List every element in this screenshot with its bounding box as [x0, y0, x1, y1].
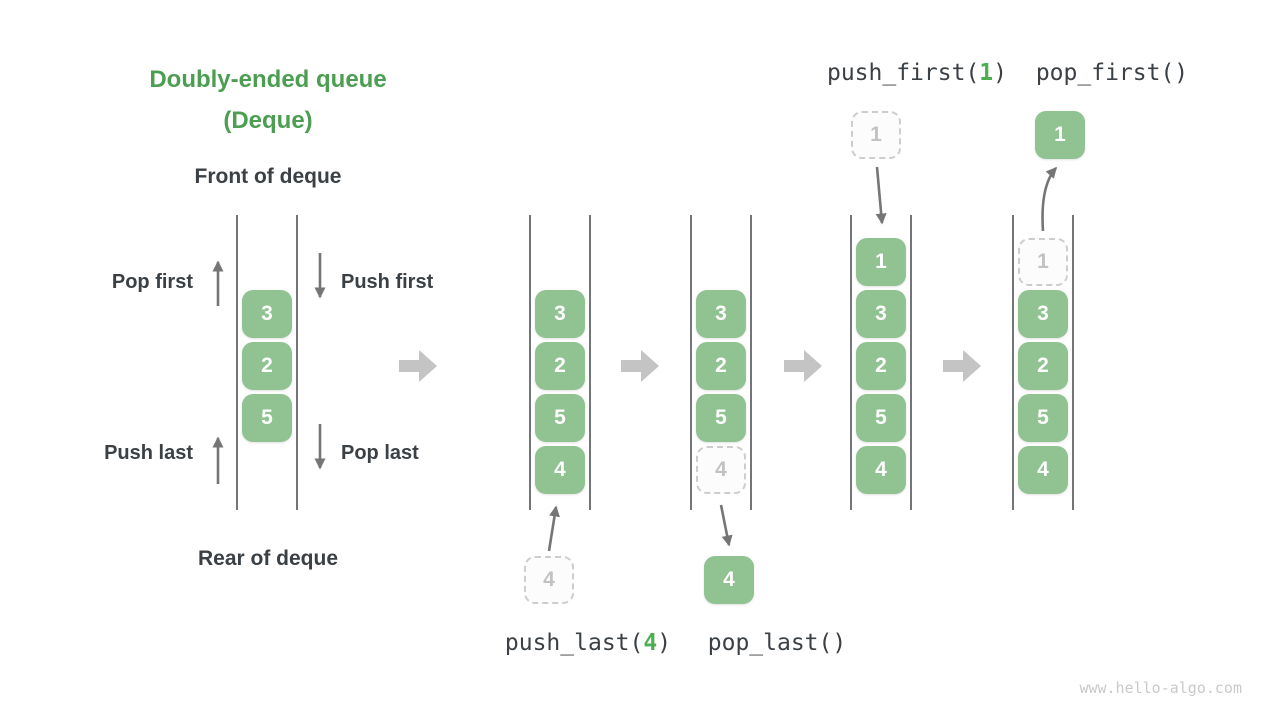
deque-cell: 4	[856, 446, 906, 494]
diagram-title-line2: (Deque)	[223, 107, 313, 134]
incoming-element-ghost: 1	[851, 111, 901, 159]
outgoing-element: 4	[704, 556, 754, 604]
transition-arrow-3	[784, 350, 822, 382]
pop-first-label: Pop first	[111, 271, 193, 293]
removed-slot-ghost: 1	[1018, 238, 1068, 286]
push-last-in-arrow	[547, 505, 560, 552]
push-last-code-label: push_last(4)	[438, 629, 738, 658]
deque-cell: 2	[535, 342, 585, 390]
deque-cell: 3	[856, 290, 906, 338]
pop-last-label: Pop last	[341, 442, 419, 464]
watermark: www.hello-algo.com	[1079, 679, 1242, 697]
push-last-label: Push last	[104, 442, 193, 464]
code-arg: 1	[979, 60, 994, 86]
deque-cell: 3	[535, 290, 585, 338]
deque-cell: 4	[535, 446, 585, 494]
code-text: )	[657, 630, 672, 656]
removed-slot-ghost: 4	[696, 446, 746, 494]
deque-cell: 1	[856, 238, 906, 286]
deque-cell: 2	[242, 342, 292, 390]
push-first-label: Push first	[341, 271, 434, 293]
deque-cell: 5	[242, 394, 292, 442]
transition-arrow-2	[621, 350, 659, 382]
deque-cell: 5	[1018, 394, 1068, 442]
outgoing-element: 1	[1035, 111, 1085, 159]
deque-cell: 3	[1018, 290, 1068, 338]
front-of-deque-label: Front of deque	[194, 165, 342, 188]
deque-cell: 5	[856, 394, 906, 442]
deque-cell: 4	[1018, 446, 1068, 494]
deque-cell: 3	[242, 290, 292, 338]
rear-of-deque-label: Rear of deque	[197, 547, 339, 570]
diagram-title: Doubly-ended queue (Deque)	[118, 59, 418, 141]
pop-first-out-arrow	[1041, 166, 1058, 232]
deque-cell: 2	[696, 342, 746, 390]
transition-arrow-1	[399, 350, 437, 382]
push-first-in-arrow	[875, 166, 887, 225]
pop-last-out-arrow	[719, 504, 733, 547]
transition-arrow-4	[943, 350, 981, 382]
deque-cell: 2	[856, 342, 906, 390]
code-text: )	[993, 60, 1008, 86]
pop-last-code-label: pop_last()	[707, 630, 847, 656]
deque-cell: 5	[535, 394, 585, 442]
pop-first-code-label: pop_first()	[1035, 60, 1189, 86]
deque-cell: 3	[696, 290, 746, 338]
push-first-code-label: push_first(1)	[767, 59, 1067, 88]
diagram-title-line1: Doubly-ended queue	[149, 66, 387, 93]
incoming-element-ghost: 4	[524, 556, 574, 604]
deque-cell: 5	[696, 394, 746, 442]
deque-cell: 2	[1018, 342, 1068, 390]
code-arg: 4	[643, 630, 658, 656]
code-text: push_last(	[504, 630, 644, 656]
code-text: push_first(	[826, 60, 980, 86]
